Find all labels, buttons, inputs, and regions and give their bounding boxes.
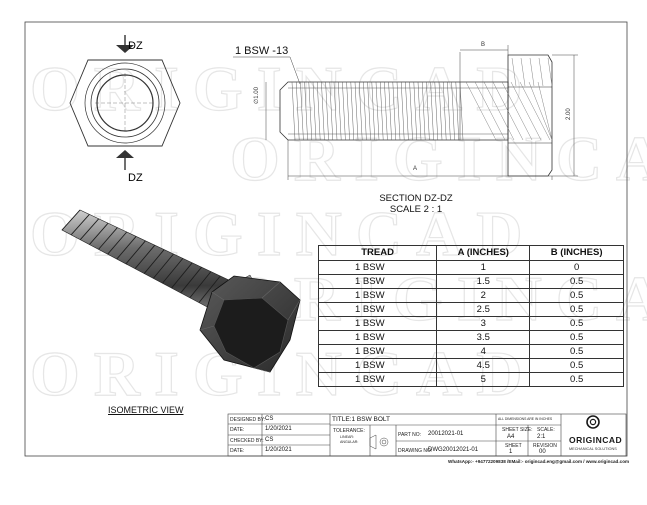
dim-length-a: A	[413, 166, 418, 172]
cell-tread: 1 BSW	[317, 330, 438, 345]
drawing-no-label: DRAWING NO:	[398, 448, 433, 454]
cell-tread: 1 BSW	[317, 274, 438, 289]
section-hatch	[465, 57, 553, 141]
cell-tread: 1 BSW	[317, 344, 438, 359]
section-scale: SCALE 2 : 1	[389, 204, 443, 215]
cell-tread: 1 BSW	[317, 302, 438, 317]
date-label-2: DATE:	[230, 448, 245, 454]
date-value: 1/20/2021	[265, 426, 292, 432]
sheet-label: SHEET	[505, 443, 522, 449]
section-marker-top: DZ	[128, 40, 143, 52]
isometric-view-label: ISOMETRIC VIEW	[108, 405, 184, 415]
header-tread: TREAD	[317, 245, 438, 261]
dim-thread-diameter: ∅1.00	[254, 87, 260, 104]
watermark-text: ORIGINCAD	[230, 123, 647, 194]
cell-a: 3.5	[436, 330, 531, 345]
cell-a: 4	[436, 344, 531, 359]
cell-b: 0.5	[529, 372, 624, 387]
revision-value: 00	[539, 449, 546, 455]
section-caption: SECTION DZ-DZ SCALE 2 : 1	[360, 193, 472, 215]
checked-by-label: CHECKED BY:	[230, 438, 264, 444]
scale-label: SCALE:	[537, 427, 555, 433]
header-a: A (INCHES)	[436, 245, 531, 261]
brand-name: ORIGINCAD	[569, 435, 622, 445]
cell-b: 0.5	[529, 288, 624, 303]
cell-tread: 1 BSW	[317, 316, 438, 331]
part-no-value: 20012021-01	[428, 431, 464, 437]
cell-tread: 1 BSW	[317, 288, 438, 303]
dimension-lines	[233, 45, 578, 180]
cell-tread: 1 BSW	[317, 372, 438, 387]
thread-lines	[291, 81, 464, 141]
cell-b: 0.5	[529, 358, 624, 373]
cell-b: 0.5	[529, 274, 624, 289]
tolerance-angular: ANGULAR:	[340, 440, 359, 444]
checked-by-value: CS	[265, 437, 274, 443]
sheet-size-value: A4	[507, 434, 515, 440]
isometric-bolt	[61, 209, 301, 373]
tolerance-linear: LINEAR:	[340, 435, 354, 439]
section-marker-bottom: DZ	[128, 172, 143, 184]
revision-label: REVISION	[533, 443, 557, 449]
projection-symbol	[369, 434, 389, 450]
scale-value: 2:1	[537, 434, 546, 440]
section-view	[69, 35, 181, 170]
sheet-size-label: SHEET SIZE:	[502, 427, 533, 433]
cell-a: 5	[436, 372, 531, 387]
dimensions-note: ALL DIMENSIONS ARE IN INCHES	[498, 417, 553, 421]
cell-a: 2	[436, 288, 531, 303]
title-block	[227, 413, 627, 457]
cell-b: 0.5	[529, 330, 624, 345]
drawing-title: TITLE:1 BSW BOLT	[332, 416, 391, 423]
brand-tagline: MECHANICAL SOLUTIONS	[569, 447, 617, 451]
table-header-row: TREAD A (INCHES) B (INCHES)	[317, 245, 624, 261]
brand-logo: ORIGINCAD MECHANICAL SOLUTIONS	[569, 415, 622, 451]
part-no-label: PART NO:	[398, 432, 422, 438]
designed-by-value: CS	[265, 416, 274, 422]
dim-head-b: B	[481, 42, 486, 48]
contact-footer: WhatsApp:- +94772209838 /EMail:- originc…	[448, 459, 630, 464]
section-title: SECTION DZ-DZ	[379, 193, 453, 204]
sheet-value: 1	[509, 449, 513, 455]
designed-by-label: DESIGNED BY:	[230, 417, 266, 423]
date-label: DATE:	[230, 427, 245, 433]
cell-b: 0	[529, 260, 624, 275]
cell-a: 4.5	[436, 358, 531, 373]
tolerance-label: TOLERANCE:	[333, 428, 365, 434]
cell-a: 1.5	[436, 274, 531, 289]
date-value-2: 1/20/2021	[265, 447, 292, 453]
cell-a: 2.5	[436, 302, 531, 317]
header-b: B (INCHES)	[529, 245, 624, 261]
cell-tread: 1 BSW	[317, 358, 438, 373]
cell-b: 0.5	[529, 344, 624, 359]
cell-a: 1	[436, 260, 531, 275]
cell-a: 3	[436, 316, 531, 331]
drawing-no-value: DWG20012021-01	[428, 447, 479, 453]
thread-callout: 1 BSW -13	[235, 45, 289, 57]
cell-b: 0.5	[529, 316, 624, 331]
dim-head-height: 2.00	[566, 108, 572, 120]
cell-tread: 1 BSW	[317, 260, 438, 275]
cell-b: 0.5	[529, 302, 624, 317]
